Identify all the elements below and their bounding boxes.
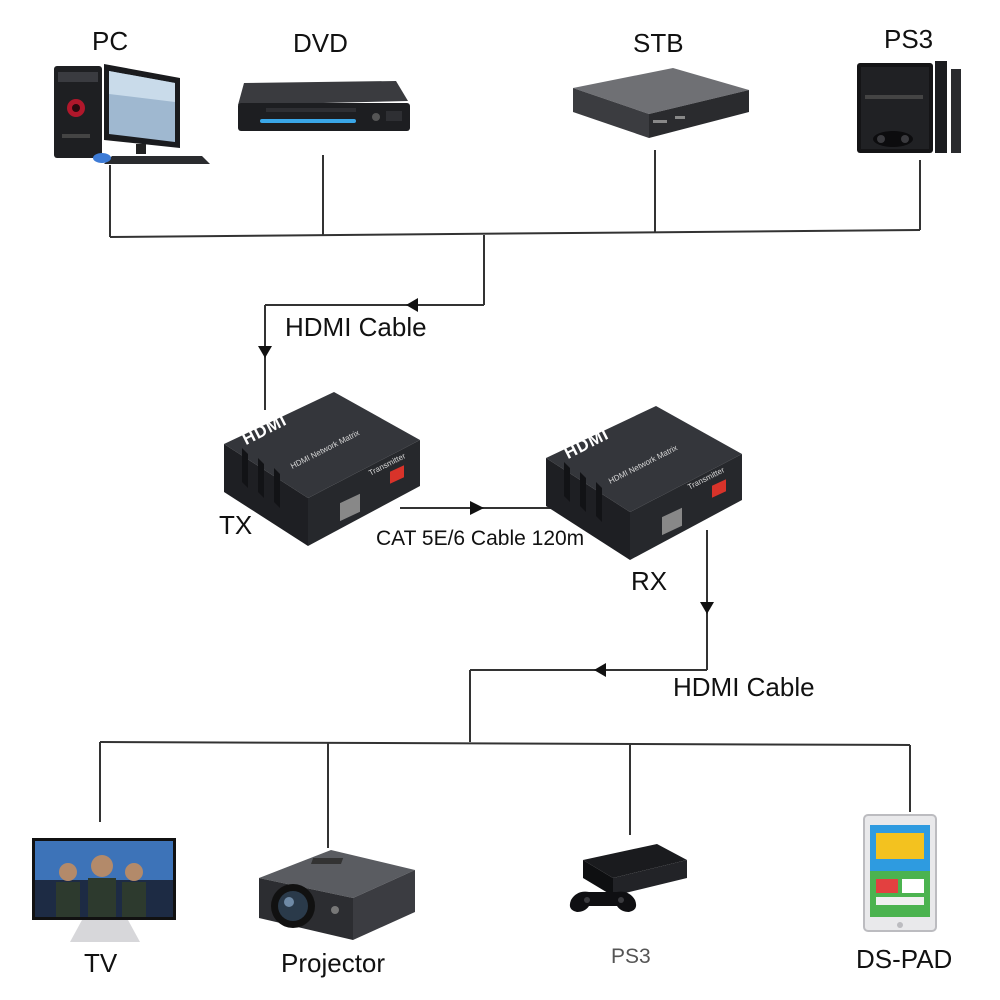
tx-label: TX (219, 510, 253, 540)
rx-extender-unit (546, 406, 742, 560)
dvd-player-icon (238, 81, 410, 131)
arrow-hdmi-out-down-icon (700, 602, 714, 614)
source-label-stb: STB (633, 28, 684, 58)
arrow-cat-right-icon (470, 501, 484, 515)
set-top-box-icon (573, 68, 749, 138)
tx-extender-unit (224, 392, 420, 546)
wire-source-bus (109, 229, 921, 238)
pc-tower-monitor-icon (54, 64, 210, 164)
display-label-projector: Projector (281, 948, 386, 978)
ps3-console-icon (857, 61, 961, 153)
tv-icon (32, 838, 176, 942)
arrow-hdmi-out-left-icon (594, 663, 606, 677)
tablet-icon (863, 814, 937, 932)
hdmi-cable-out-label: HDMI Cable (673, 672, 815, 702)
display-label-tv: TV (84, 948, 118, 978)
arrow-hdmi-in-left-icon (406, 298, 418, 312)
source-label-pc: PC (92, 26, 129, 56)
wire-display-bus (99, 741, 911, 746)
cat-cable-label: CAT 5E/6 Cable 120m (376, 527, 585, 550)
ps3-slim-icon (569, 844, 687, 912)
display-label-dspad: DS-PAD (856, 944, 953, 974)
hdmi-cable-in-label: HDMI Cable (285, 312, 427, 342)
rx-label: RX (631, 566, 668, 596)
arrow-hdmi-in-down-icon (258, 346, 272, 358)
source-label-ps3: PS3 (884, 24, 934, 54)
source-label-dvd: DVD (293, 28, 348, 58)
projector-icon (259, 850, 415, 940)
display-label-ps3: PS3 (611, 945, 651, 968)
